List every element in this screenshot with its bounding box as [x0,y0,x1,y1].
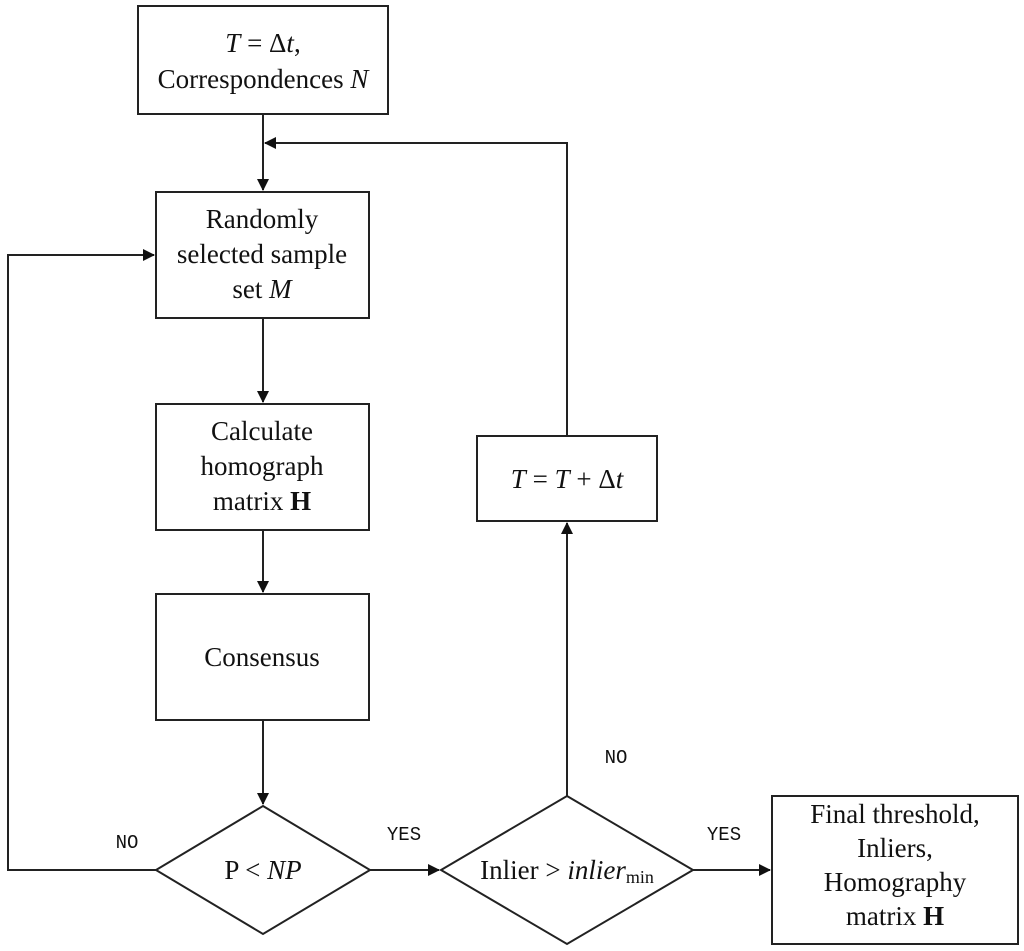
start-eq: = Δ [240,28,286,58]
update-plus: + Δ [570,464,616,494]
final-line2: Inliers, [857,833,933,863]
sample-var-m: M [268,274,293,304]
final-line3: Homography [824,867,967,897]
homograph-bold-h: H [290,486,311,516]
update-eq: = [526,464,555,494]
start-comma: , [294,28,301,58]
decision1-diamond: P < NP [154,804,372,936]
start-correspondences: Correspondences [158,64,351,94]
svg-text:T = Δt,: T = Δt, [225,28,300,58]
svg-text:P < NP: P < NP [224,855,301,885]
decision2-sub-min: min [626,867,654,887]
update-var-t3: t [616,464,625,494]
sample-line2: selected sample [177,239,347,269]
svg-text:matrix H: matrix H [213,486,311,516]
final-line4: matrix [846,901,923,931]
decision2-diamond: Inlier > inliermin [439,794,695,946]
consensus-label: Consensus [204,642,320,672]
svg-text:matrix H: matrix H [846,901,944,931]
label-decision1-yes: YES [387,824,421,846]
sample-line1: Randomly [206,204,319,234]
decision2-text: Inlier > [480,855,567,885]
label-decision2-yes: YES [707,824,741,846]
svg-text:set M: set M [232,274,293,304]
homograph-box: Calculate homograph matrix H [155,403,370,531]
update-box: T = T + Δt [476,435,658,522]
label-decision1-no: NO [116,832,139,854]
start-var-n: N [349,64,370,94]
start-var-t: T [225,28,242,58]
update-var-t: T [511,464,528,494]
final-line1: Final threshold, [810,799,980,829]
start-box: T = Δt, Correspondences N [137,5,389,115]
start-var-t2: t [286,28,295,58]
decision1-text: P < [224,855,267,885]
decision1-var-np: NP [266,855,302,885]
sample-box: Randomly selected sample set M [155,191,370,319]
consensus-box: Consensus [155,593,370,721]
update-var-t2: T [555,464,572,494]
homograph-line3: matrix [213,486,290,516]
edge-update-to-loop [264,137,568,436]
final-box: Final threshold, Inliers, Homography mat… [771,795,1019,945]
sample-line3: set [232,274,269,304]
svg-text:Inlier > inliermin: Inlier > inliermin [480,855,654,887]
svg-text:T = T + Δt: T = T + Δt [511,464,625,494]
homograph-line2: homograph [201,451,324,481]
final-bold-h: H [923,901,944,931]
edge-decision1-no-loop [7,249,156,871]
svg-text:Correspondences N: Correspondences N [158,64,371,94]
homograph-line1: Calculate [211,416,313,446]
label-decision2-no: NO [605,747,628,769]
decision2-var-inlier: inlier [567,855,626,885]
